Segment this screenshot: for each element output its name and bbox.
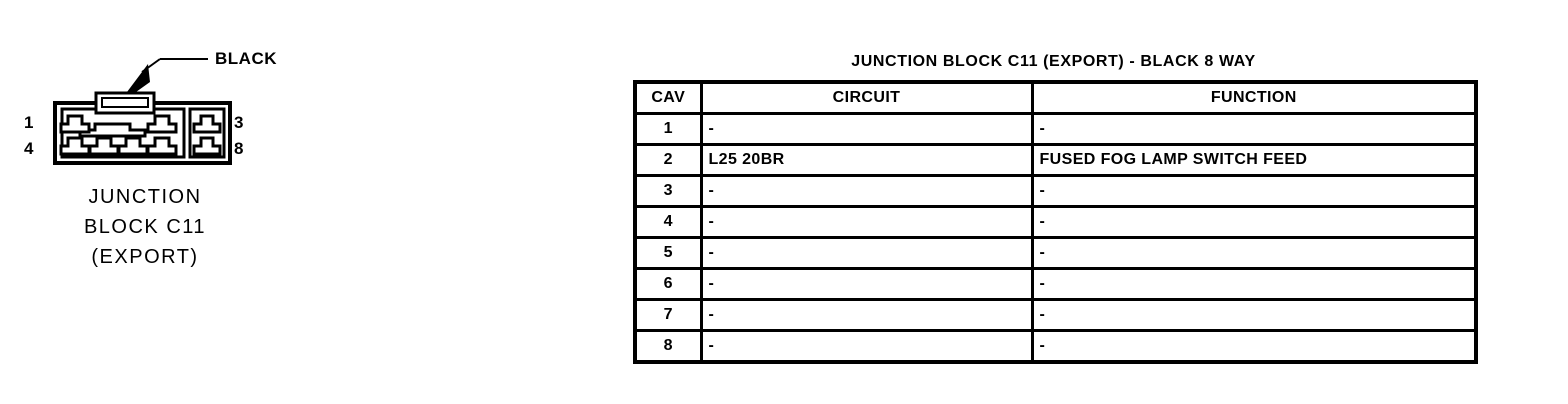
cell-function: - [1030,205,1478,239]
cell-function: - [1030,112,1478,146]
table-row: 6-- [633,267,1478,301]
cell-circuit: - [699,205,1034,239]
cavity-8 [192,136,222,156]
cell-function: FUSED FOG LAMP SWITCH FEED [1030,143,1478,177]
caption-line-3: (EXPORT) [91,246,199,268]
connector-locking-tab-inner [101,97,149,108]
cavity-3-left-chamber [146,114,178,134]
cavity-1 [59,114,91,134]
table-row: 3-- [633,174,1478,208]
pin-number-8: 8 [234,139,244,158]
connector-figure: BLACK 1 4 3 8 JUNCTION BLOCK C11 (EXP [0,0,300,300]
cell-function: - [1030,267,1478,301]
pin-number-4: 4 [24,139,34,158]
cell-function: - [1030,174,1478,208]
cell-circuit: L25 20BR [699,143,1034,177]
cell-circuit: - [699,329,1034,364]
cell-circuit: - [699,236,1034,270]
cell-function: - [1030,329,1478,364]
cell-cav: 2 [633,143,703,177]
cell-cav: 8 [633,329,703,364]
table-row: 5-- [633,236,1478,270]
cell-function: - [1030,298,1478,332]
connector-caption: JUNCTION BLOCK C11 (EXPORT) [0,182,290,272]
cell-cav: 5 [633,236,703,270]
cell-cav: 3 [633,174,703,208]
caption-line-2: BLOCK C11 [83,216,207,238]
callout-label-black: BLACK [215,49,277,68]
pin-number-1: 1 [24,113,34,132]
connector-body-drawing [53,91,232,165]
table-row: 8-- [633,329,1478,364]
column-header-circuit: CIRCUIT [699,80,1034,115]
pin-number-3: 3 [234,113,244,132]
caption-line-1: JUNCTION [88,186,202,208]
cavity-7 [146,136,178,156]
table-header: CAV CIRCUIT FUNCTION [633,80,1478,115]
cell-cav: 1 [633,112,703,146]
table-title: JUNCTION BLOCK C11 (EXPORT) - BLACK 8 WA… [851,53,1256,70]
cell-circuit: - [699,112,1034,146]
cell-cav: 6 [633,267,703,301]
table-row: 4-- [633,205,1478,239]
cavity-3 [192,114,222,134]
table-row: 7-- [633,298,1478,332]
cell-function: - [1030,236,1478,270]
cavity-table-block: JUNCTION BLOCK C11 (EXPORT) - BLACK 8 WA… [633,52,1478,364]
cell-cav: 4 [633,205,703,239]
cell-circuit: - [699,267,1034,301]
cell-circuit: - [699,298,1034,332]
table-row: 1-- [633,112,1478,146]
cell-circuit: - [699,174,1034,208]
column-header-cav: CAV [633,80,703,115]
table-header-row: CAV CIRCUIT FUNCTION [633,80,1478,115]
column-header-function: FUNCTION [1030,80,1478,115]
cell-cav: 7 [633,298,703,332]
